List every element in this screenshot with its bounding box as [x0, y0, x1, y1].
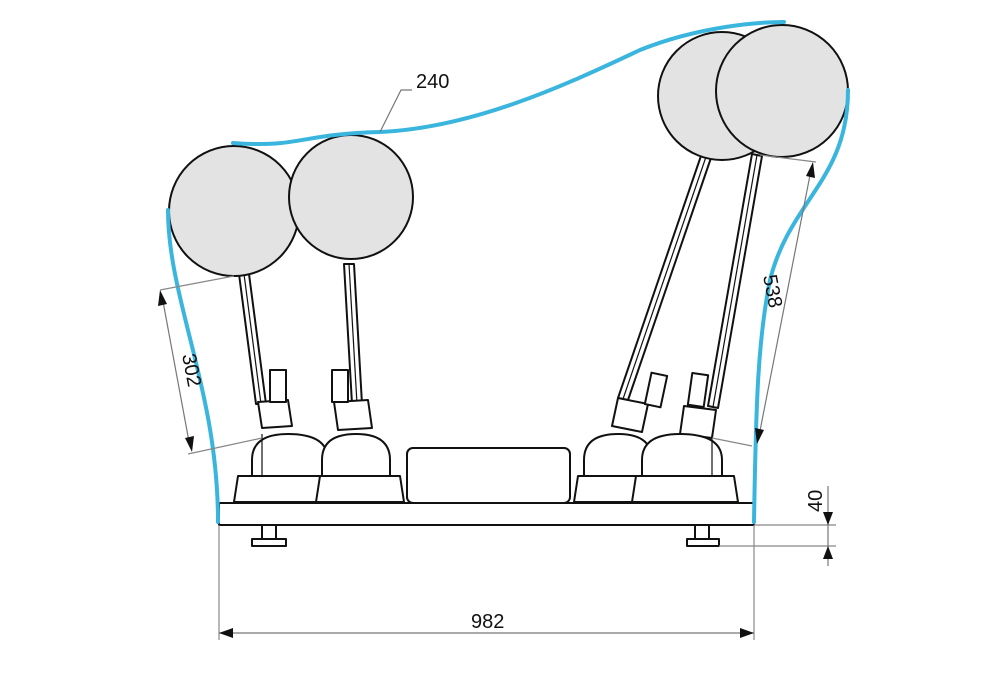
dimension-240: 240 — [379, 71, 449, 133]
center-housing — [406, 447, 571, 504]
dimension-label-982: 982 — [471, 611, 504, 633]
envelope-right — [752, 88, 850, 524]
left-ball-inner — [288, 134, 414, 260]
left-outer-dome — [251, 433, 329, 477]
left-ball-outer — [168, 145, 300, 277]
dimension-label-538: 538 — [758, 273, 786, 310]
base-assembly — [218, 447, 755, 547]
dimension-40: 40 — [719, 486, 836, 566]
right-ball-outer — [715, 24, 849, 158]
left-inner-clamp — [333, 399, 373, 431]
base-plate — [218, 502, 755, 526]
left-inner-dome — [321, 433, 391, 477]
dimension-label-302: 302 — [177, 352, 205, 389]
motion-envelope — [166, 20, 850, 524]
dimension-982: 982 — [218, 525, 755, 640]
envelope-left — [166, 208, 220, 524]
left-outer-clamp — [257, 399, 293, 429]
dimension-label-240: 240 — [416, 71, 449, 93]
left-joint-assembly-inner — [315, 263, 405, 503]
envelope-top — [231, 20, 786, 147]
dimension-label-40: 40 — [805, 490, 827, 512]
right-outer-dome — [641, 433, 723, 477]
right-joint-assembly-outer — [631, 153, 763, 503]
right-inner-clamp — [611, 397, 649, 433]
left-foot — [251, 524, 287, 547]
right-foot — [686, 524, 720, 547]
